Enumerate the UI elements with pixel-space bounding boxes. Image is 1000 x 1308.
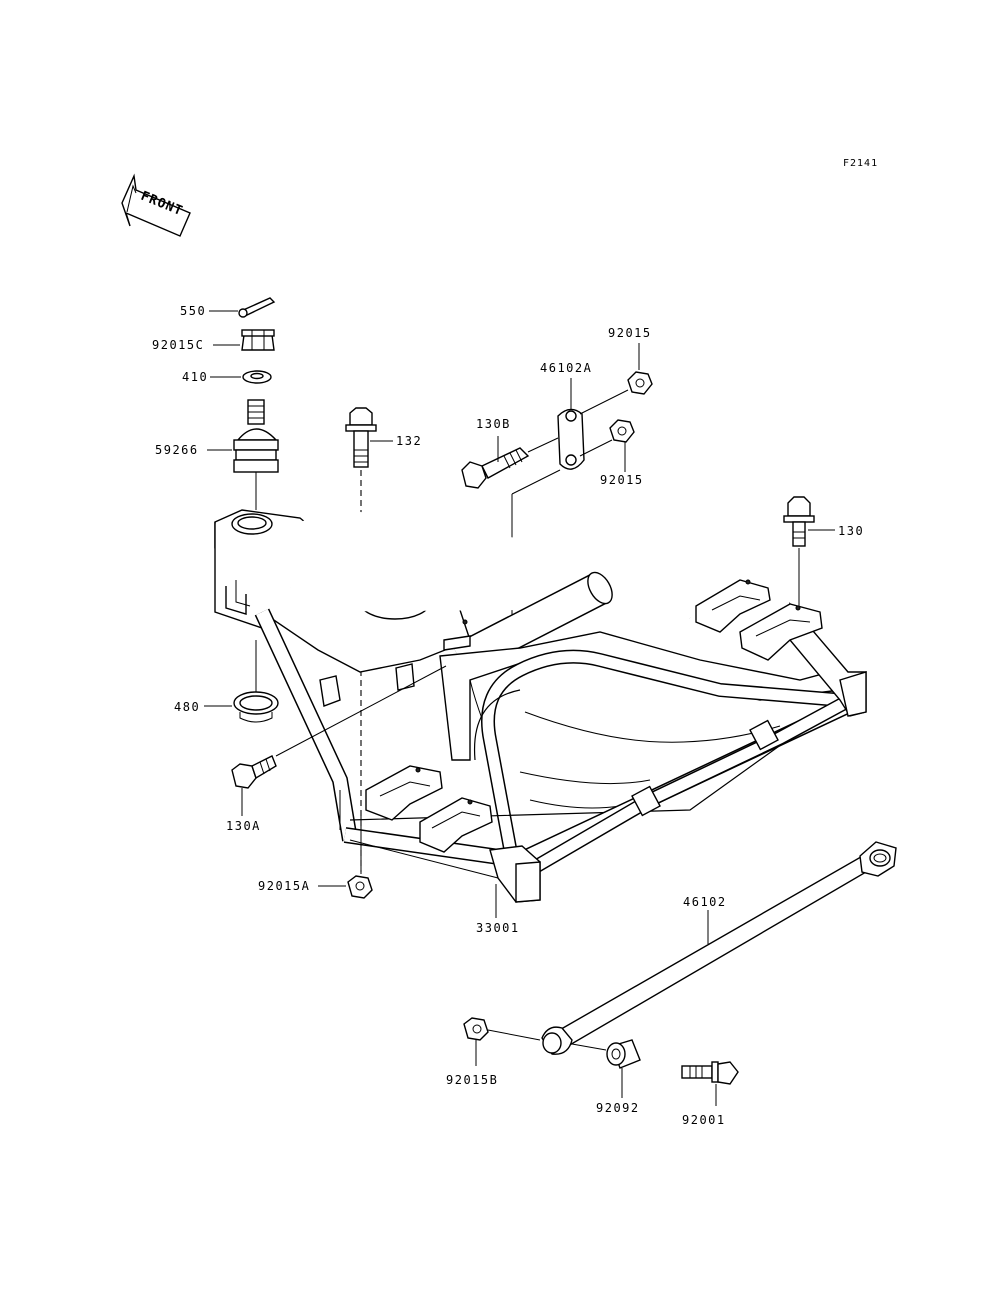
bolt-92001 bbox=[681, 1061, 739, 1085]
label-46102: 46102 bbox=[683, 895, 727, 909]
nut-92015B-axis bbox=[487, 1029, 541, 1041]
bolt-axis-130B bbox=[527, 437, 559, 453]
plate-to-frame-link bbox=[511, 469, 561, 495]
label-59266: 59266 bbox=[155, 443, 199, 457]
link-plate-46102A bbox=[557, 408, 585, 470]
label-46102A: 46102A bbox=[540, 361, 592, 375]
label-92015-top: 92015 bbox=[608, 326, 652, 340]
bushing-92092 bbox=[606, 1039, 641, 1069]
label-132: 132 bbox=[396, 434, 422, 448]
label-92092: 92092 bbox=[596, 1101, 640, 1115]
label-92015C: 92015C bbox=[152, 338, 204, 352]
nut-axis-top bbox=[579, 389, 629, 415]
label-550: 550 bbox=[180, 304, 206, 318]
label-92015-mid: 92015 bbox=[600, 473, 644, 487]
ball-joint-59266 bbox=[233, 399, 279, 473]
bolt-130A bbox=[231, 755, 277, 789]
bolt-130A-axis bbox=[275, 665, 447, 757]
reference-code: F2141 bbox=[843, 158, 878, 169]
label-33001: 33001 bbox=[476, 921, 520, 935]
tie-rod-46102 bbox=[541, 841, 897, 1055]
castle-nut-92015C bbox=[241, 329, 275, 351]
bolt-130 bbox=[783, 496, 815, 547]
label-130A: 130A bbox=[226, 819, 261, 833]
front-arrow-icon: FRONT bbox=[121, 173, 191, 237]
label-92015B: 92015B bbox=[446, 1073, 498, 1087]
bushing-92092-axis bbox=[571, 1043, 607, 1051]
nut-92015B bbox=[463, 1017, 489, 1041]
bolt-130B bbox=[461, 447, 530, 489]
snap-ring-480 bbox=[233, 691, 279, 723]
swingarm-frame-33001 bbox=[214, 509, 867, 903]
label-130B: 130B bbox=[476, 417, 511, 431]
nut-92015-top bbox=[627, 371, 653, 395]
label-480: 480 bbox=[174, 700, 200, 714]
label-130: 130 bbox=[838, 524, 864, 538]
nut-92015A bbox=[347, 875, 373, 899]
label-92015A: 92015A bbox=[258, 879, 310, 893]
nut-92015-mid bbox=[609, 419, 635, 443]
nut-axis-mid bbox=[579, 439, 613, 457]
cotter-pin-550 bbox=[238, 297, 276, 318]
washer-410 bbox=[242, 370, 272, 384]
label-410: 410 bbox=[182, 370, 208, 384]
label-92001: 92001 bbox=[682, 1113, 726, 1127]
bolt-132 bbox=[345, 407, 377, 468]
